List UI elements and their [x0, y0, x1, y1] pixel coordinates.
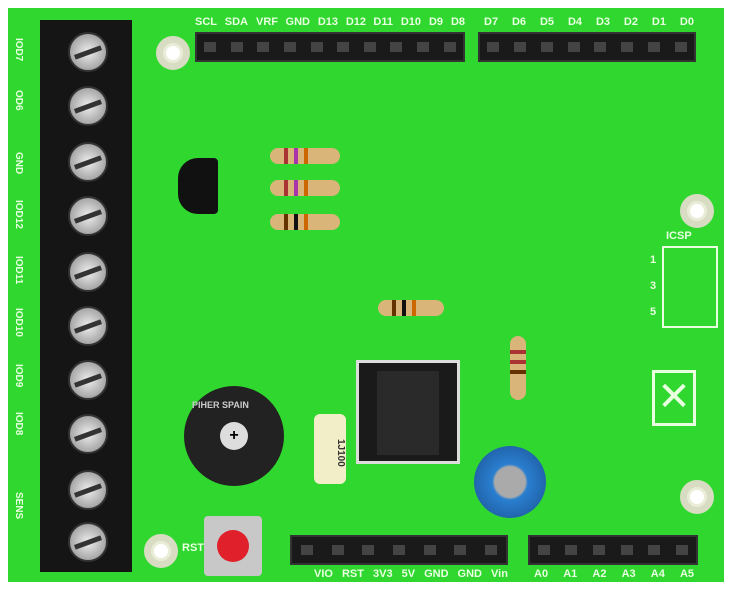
- pin-label: VRF: [255, 16, 278, 28]
- pin-label: D3: [595, 16, 610, 28]
- pin-label: D2: [623, 16, 638, 28]
- side-label: OD6: [13, 90, 24, 111]
- top-labels-right: D7 D6 D5 D4 D3 D2 D1 D0: [484, 16, 694, 28]
- ic-chip: [356, 360, 460, 464]
- analog-labels: A0 A1 A2 A3 A4 A5: [534, 568, 694, 580]
- screw-icon[interactable]: [68, 414, 108, 454]
- pin-label: SDA: [224, 16, 249, 28]
- side-label: IOD10: [13, 308, 24, 337]
- pcb-board: D8 D9 D10 D11 D12 D13 GND VRF SDA SCL D7…: [8, 8, 724, 582]
- power-header[interactable]: [290, 535, 508, 565]
- icsp-pin-label: 5: [650, 306, 657, 318]
- potentiometer[interactable]: PIHER SPAIN +: [184, 386, 284, 486]
- pin-label: 3V3: [372, 568, 393, 580]
- pin-label: GND: [285, 16, 311, 28]
- screw-icon[interactable]: [68, 252, 108, 292]
- pin-label: A1: [563, 568, 578, 580]
- icsp-pin-label: 1: [650, 254, 657, 266]
- pin-label: D13: [317, 16, 339, 28]
- screw-icon[interactable]: [68, 522, 108, 562]
- resistor: [270, 180, 340, 196]
- mounting-hole: [144, 534, 178, 568]
- side-label: IOD9: [13, 364, 24, 388]
- screw-icon[interactable]: [68, 142, 108, 182]
- resistor: [510, 336, 526, 400]
- pin-label: A4: [650, 568, 665, 580]
- pin-label: D10: [401, 16, 422, 28]
- resistor: [270, 148, 340, 164]
- mounting-hole: [680, 480, 714, 514]
- icsp-header[interactable]: [662, 246, 718, 328]
- pin-label: D4: [567, 16, 583, 28]
- pin-label: D0: [679, 16, 694, 28]
- pin-label: A5: [679, 568, 694, 580]
- mounting-hole: [680, 194, 714, 228]
- resistor: [270, 214, 340, 230]
- screw-icon[interactable]: [68, 360, 108, 400]
- side-label: IOD12: [13, 200, 24, 229]
- screw-terminal-block[interactable]: [40, 20, 132, 572]
- pin-label: D6: [511, 16, 527, 28]
- pot-marking: PIHER SPAIN: [192, 400, 249, 410]
- side-label: IOD7: [13, 38, 24, 62]
- icsp-title: ICSP: [666, 230, 692, 242]
- pin-label: D5: [539, 16, 555, 28]
- film-capacitor: 1J100: [314, 414, 346, 484]
- electrolytic-capacitor: [474, 446, 546, 518]
- pin-label: SCL: [195, 16, 218, 28]
- transistor: [178, 158, 218, 214]
- side-label: GND: [13, 152, 24, 175]
- analog-header[interactable]: [528, 535, 698, 565]
- top-labels-left: D8 D9 D10 D11 D12 D13 GND VRF SDA SCL: [195, 16, 465, 28]
- screw-icon[interactable]: [68, 86, 108, 126]
- pin-label: D11: [373, 16, 394, 28]
- pin-label: D12: [345, 16, 366, 28]
- side-label: IOD8: [13, 412, 24, 436]
- digital-header-low[interactable]: [478, 32, 696, 62]
- pin-label: A0: [534, 568, 549, 580]
- power-labels: VIO RST 3V3 5V GND GND Vin: [314, 568, 508, 580]
- pin-label: GND: [424, 568, 449, 580]
- pin-label: D1: [651, 16, 666, 28]
- pin-label: D7: [484, 16, 499, 28]
- side-label: SENS: [13, 492, 24, 520]
- pin-label: D8: [450, 16, 465, 28]
- side-label: IOD11: [13, 256, 24, 285]
- pin-label: VIO: [314, 568, 333, 580]
- icsp-pin-label: 3: [650, 280, 657, 292]
- pin-label: Vin: [491, 568, 508, 580]
- weee-bin-icon: ✕: [652, 370, 696, 426]
- screw-icon[interactable]: [68, 306, 108, 346]
- reset-button[interactable]: [204, 516, 262, 576]
- pin-label: A3: [621, 568, 636, 580]
- plus-icon: +: [220, 422, 248, 450]
- screw-icon[interactable]: [68, 470, 108, 510]
- pin-label: A2: [592, 568, 607, 580]
- pin-label: D9: [429, 16, 444, 28]
- screw-icon[interactable]: [68, 196, 108, 236]
- digital-header-high[interactable]: [195, 32, 465, 62]
- reset-label: RST: [182, 542, 204, 554]
- pin-label: GND: [457, 568, 482, 580]
- mounting-hole: [156, 36, 190, 70]
- pin-label: 5V: [401, 568, 416, 580]
- resistor: [378, 300, 444, 316]
- pin-label: RST: [341, 568, 364, 580]
- screw-icon[interactable]: [68, 32, 108, 72]
